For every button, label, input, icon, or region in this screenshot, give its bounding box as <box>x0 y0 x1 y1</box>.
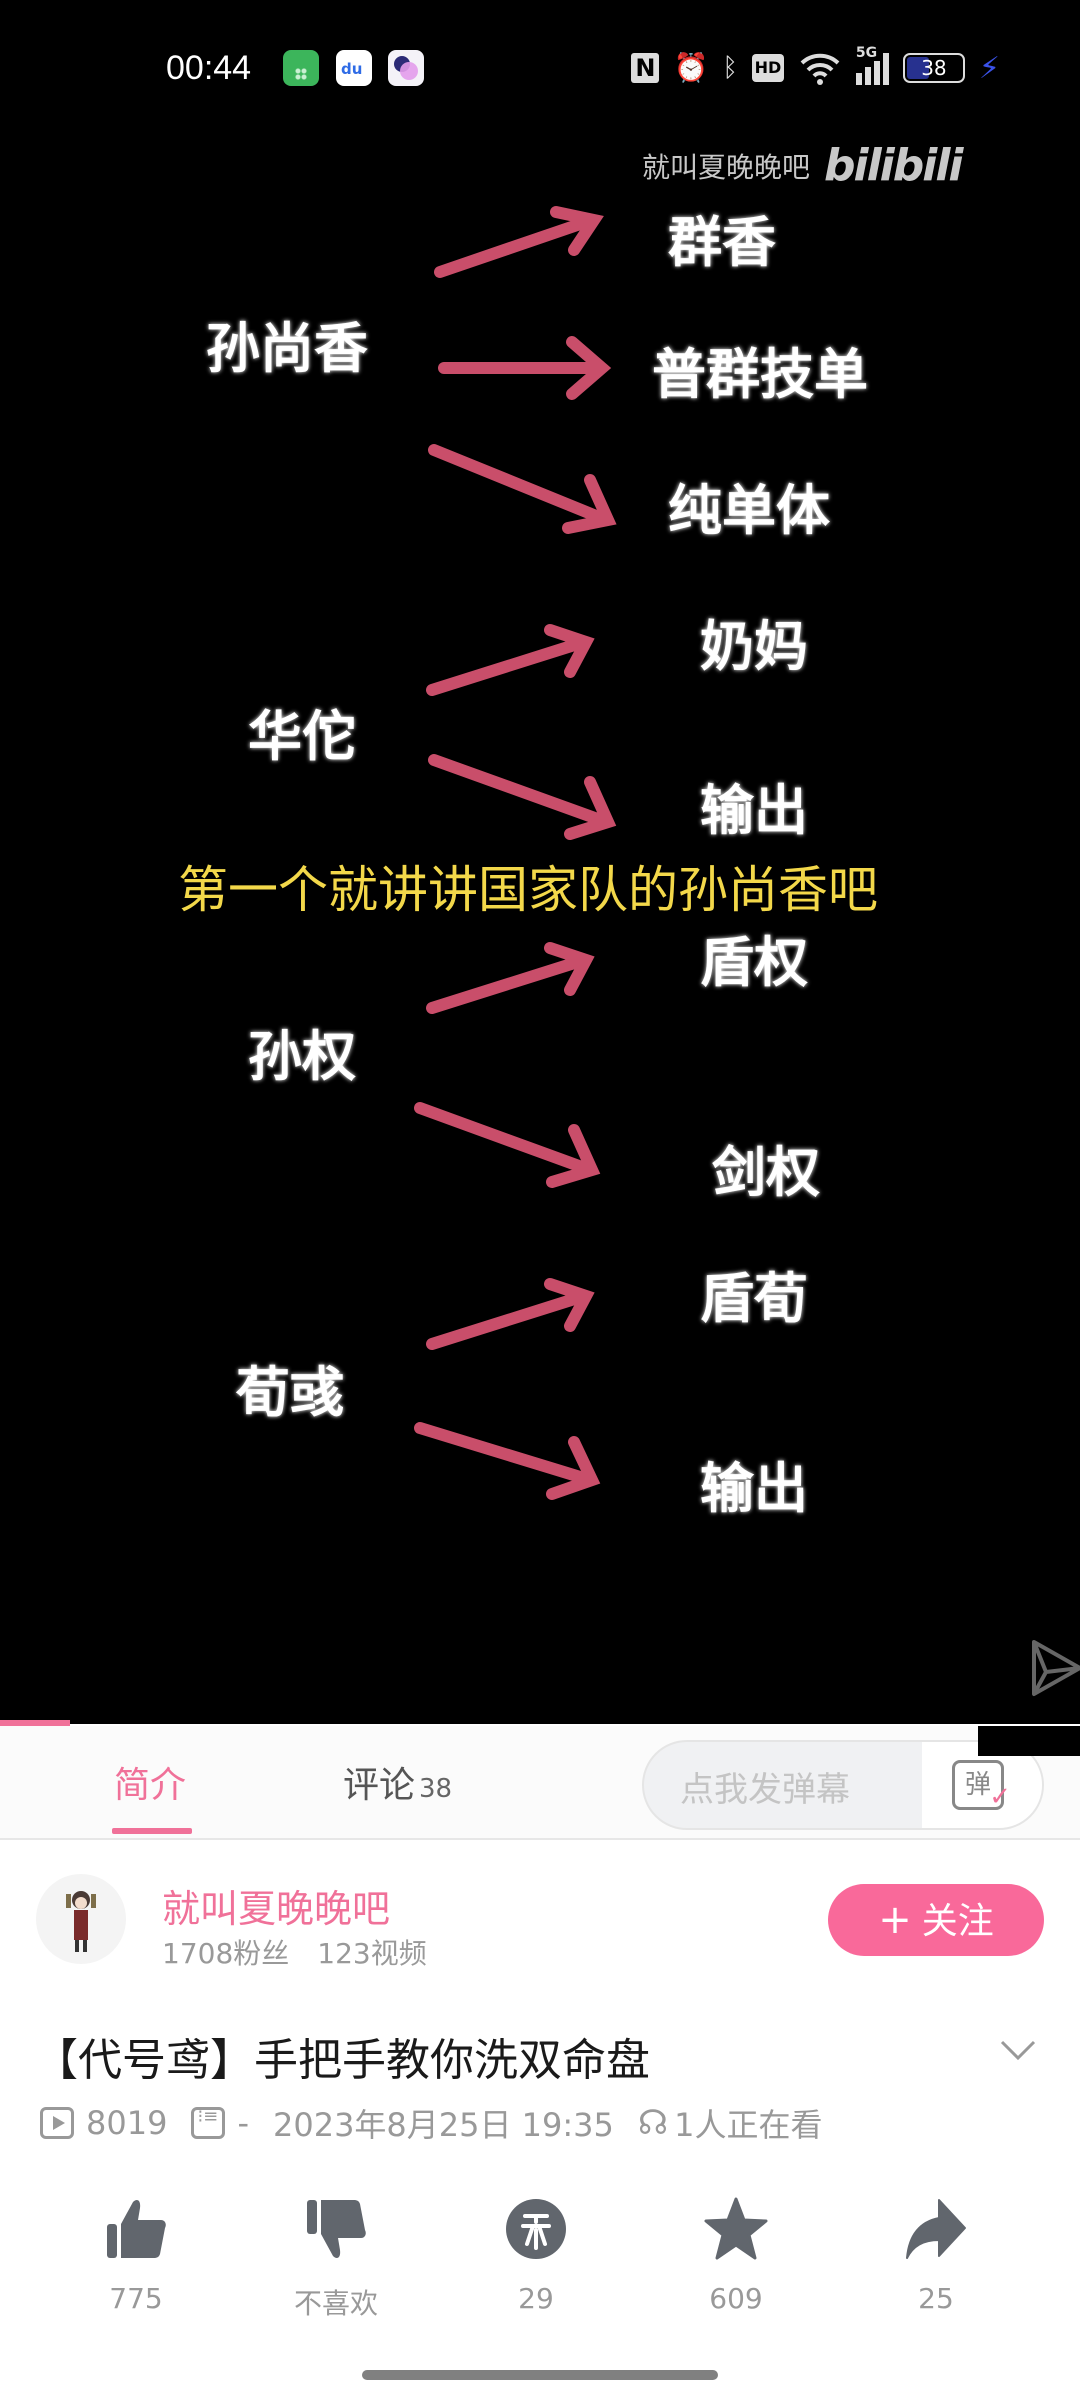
video-subtitle: 第一个就讲讲国家队的孙尚香吧 <box>178 861 878 919</box>
thumbs-up-icon <box>107 2200 166 2258</box>
send-icon[interactable] <box>1028 1636 1080 1700</box>
uploader-row: 就叫夏晚晚吧 1708粉丝 123视频 +关注 <box>0 1840 1080 1990</box>
baidu-icon <box>336 50 372 86</box>
video-overlay-edge <box>978 1726 1080 1756</box>
signal-icon: 5G <box>855 45 889 85</box>
chevron-down-icon[interactable] <box>998 2030 1038 2070</box>
battery-icon: 38 <box>902 53 965 83</box>
active-tab-indicator <box>112 1828 192 1834</box>
diagram-source-label: 孙权 <box>248 1025 356 1088</box>
uploader-stats: 1708粉丝 123视频 <box>162 1932 427 1972</box>
tab-intro[interactable]: 简介 <box>114 1765 187 1806</box>
danmaku-count-icon <box>191 2106 226 2139</box>
clock: 00:44 <box>166 49 252 87</box>
video-count: 123视频 <box>317 1937 427 1970</box>
home-indicator[interactable] <box>362 2370 718 2380</box>
star-icon <box>704 2197 768 2260</box>
thumbs-down-icon <box>307 2200 366 2258</box>
alarm-icon: ⏰ <box>673 51 709 84</box>
diagram-target-label: 输出 <box>700 1457 808 1520</box>
bilibili-logo: bilibili <box>824 140 963 191</box>
hd-icon: HD <box>751 54 784 82</box>
viewers-icon: ☊ <box>637 2103 669 2143</box>
avatar[interactable] <box>36 1874 126 1964</box>
video-progress-bar[interactable] <box>0 1720 70 1726</box>
diagram-target-label: 盾荀 <box>700 1267 808 1330</box>
publish-date: 2023年8月25日 19:35 <box>272 2106 614 2144</box>
follow-button[interactable]: +关注 <box>828 1884 1044 1956</box>
purple-app-icon <box>388 50 424 86</box>
status-bar: 00:44 N ⏰ ᛒ HD 5G 38 ⚡ <box>0 44 1080 92</box>
diagram-target-label: 纯单体 <box>668 479 830 542</box>
diagram-target-label: 盾权 <box>700 931 808 994</box>
coin-button[interactable]: 29 <box>466 2196 606 2315</box>
diagram-target-label: 输出 <box>700 779 808 842</box>
danmaku-placeholder: 点我发弹幕 <box>680 1770 850 1810</box>
watching-count: 1人正在看 <box>674 2106 823 2144</box>
coin-icon <box>506 2199 566 2259</box>
action-bar: 775 不喜欢 29 609 25 <box>0 2196 1080 2326</box>
favorite-count: 609 <box>709 2282 763 2315</box>
bluetooth-icon: ᛒ <box>722 53 738 83</box>
comments-count: 38 <box>419 1774 453 1804</box>
like-count: 775 <box>109 2282 163 2315</box>
danmaku-input[interactable]: 点我发弹幕 弹 <box>642 1740 1044 1830</box>
diagram-arrows <box>414 206 617 1500</box>
share-count: 25 <box>918 2282 954 2315</box>
diagram-source-label: 华佗 <box>248 705 356 768</box>
diagram-target-label: 奶妈 <box>700 615 808 678</box>
video-title: 【代号鸢】手把手教你洗双命盘 <box>34 2035 650 2086</box>
charging-icon: ⚡ <box>978 50 1000 86</box>
uploader-name[interactable]: 就叫夏晚晚吧 <box>162 1887 391 1931</box>
system-icons: N ⏰ ᛒ HD 5G 38 ⚡ <box>631 44 1000 92</box>
avatar-figure <box>66 1891 96 1952</box>
diagram-source-label: 荀彧 <box>236 1361 344 1424</box>
nfc-icon: N <box>631 53 660 83</box>
share-arrow-icon <box>906 2199 966 2259</box>
dislike-button[interactable]: 不喜欢 <box>266 2196 406 2322</box>
diagram-target-label: 剑权 <box>712 1141 820 1204</box>
play-count-icon <box>40 2107 74 2139</box>
danmaku-icon: 弹 <box>952 1760 1011 1819</box>
app-store-icon <box>283 50 319 86</box>
coin-count: 29 <box>518 2282 554 2315</box>
like-button[interactable]: 775 <box>66 2196 206 2315</box>
view-count: 8019 <box>86 2104 168 2142</box>
danmaku-toggle-button[interactable]: 弹 <box>922 1742 1042 1828</box>
share-button[interactable]: 25 <box>866 2196 1006 2315</box>
dislike-label: 不喜欢 <box>293 2287 378 2320</box>
plus-icon: + <box>878 1897 912 1943</box>
follower-count: 1708粉丝 <box>162 1937 290 1970</box>
video-watermark: 就叫夏晚晚吧 bilibili <box>642 140 964 191</box>
diagram-source-label: 孙尚香 <box>206 317 368 380</box>
diagram-target-label: 普群技单 <box>652 343 868 406</box>
danmaku-count: - <box>237 2104 249 2142</box>
diagram-target-label: 群香 <box>668 211 776 274</box>
favorite-button[interactable]: 609 <box>666 2196 806 2315</box>
video-meta: 8019 - 2023年8月25日 19:35 ☊ 1人正在看 <box>40 2100 822 2146</box>
wifi-icon <box>800 53 840 85</box>
video-player[interactable]: 00:44 N ⏰ ᛒ HD 5G 38 ⚡ 就叫夏晚晚吧 bili <box>0 0 1080 1724</box>
